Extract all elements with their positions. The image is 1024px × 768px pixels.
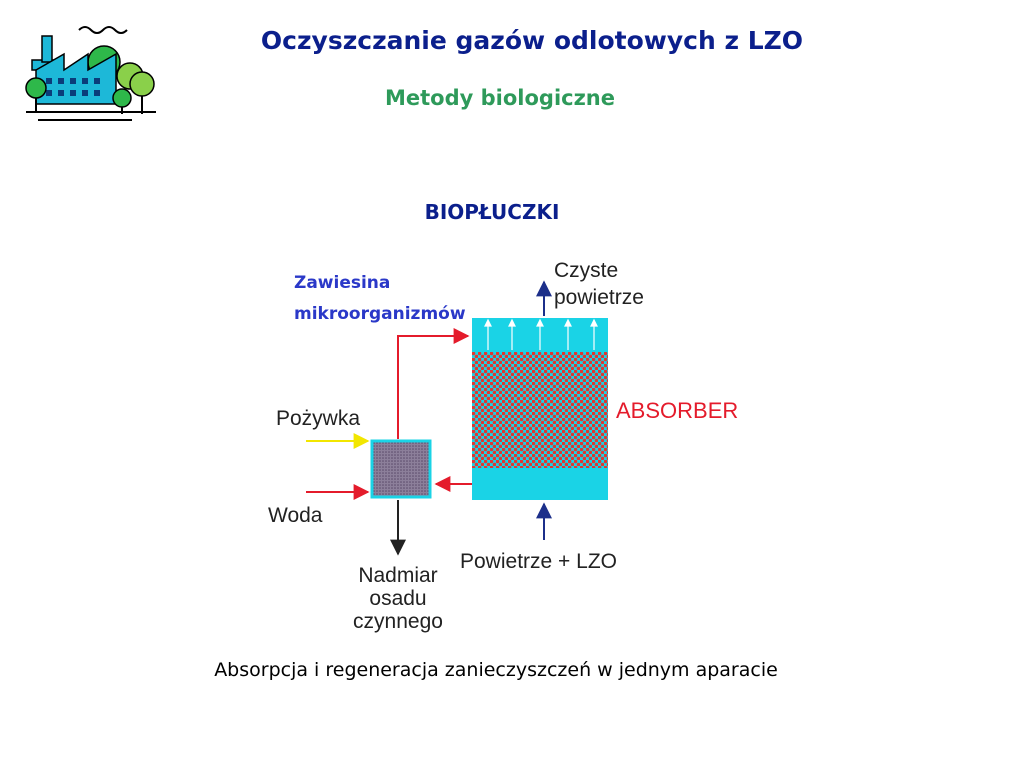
slide-title: Oczyszczanie gazów odlotowych z LZO bbox=[260, 26, 804, 55]
label-suspension-line2: mikroorganizmów bbox=[294, 304, 466, 324]
label-water: Woda bbox=[268, 504, 323, 527]
label-clean-air-line1: Czyste bbox=[554, 259, 618, 282]
factory-logo-icon bbox=[25, 26, 156, 121]
label-inlet: Powietrze + LZO bbox=[460, 550, 617, 573]
label-nutrient: Pożywka bbox=[276, 407, 360, 430]
suspension-flow-arrow bbox=[397, 328, 470, 439]
label-excess-line3: czynnego bbox=[353, 610, 443, 633]
mixing-tank bbox=[370, 439, 432, 499]
absorber-packing bbox=[472, 352, 608, 468]
label-absorber: ABSORBER bbox=[616, 398, 738, 423]
label-suspension-line1: Zawiesina bbox=[294, 273, 390, 293]
slide-caption: Absorpcja i regeneracja zanieczyszczeń w… bbox=[214, 659, 778, 681]
section-heading: BIOPŁUCZKI bbox=[424, 200, 560, 224]
label-clean-air-line2: powietrze bbox=[554, 286, 644, 309]
slide-subtitle: Metody biologiczne bbox=[384, 86, 615, 110]
absorber-bottom-zone bbox=[472, 468, 608, 500]
label-excess-line2: osadu bbox=[369, 587, 426, 610]
bioscrubber-diagram: Zawiesina mikroorganizmów Czyste powietr… bbox=[268, 259, 738, 633]
spray-arrows bbox=[484, 318, 598, 350]
label-excess-line1: Nadmiar bbox=[358, 564, 437, 587]
